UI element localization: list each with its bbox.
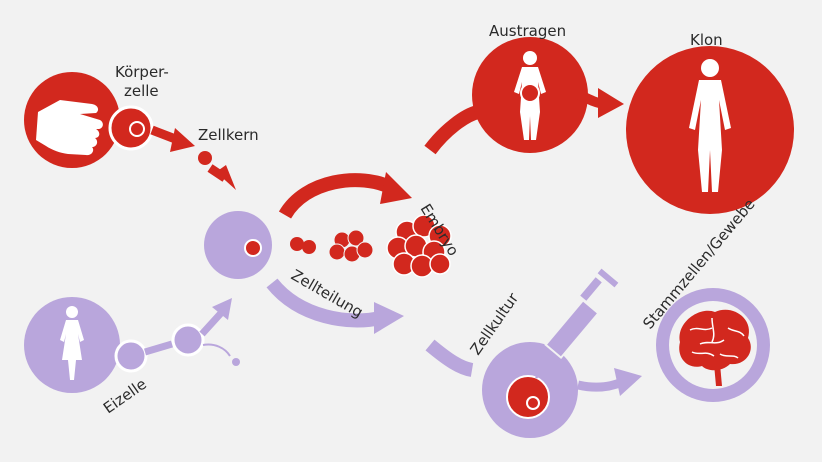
two-cell-stage bbox=[290, 237, 316, 254]
label-koerperzelle-2: zelle bbox=[124, 82, 159, 100]
arrow-zellteilung bbox=[266, 278, 404, 334]
arrow-nucleus-to-egg bbox=[207, 164, 236, 190]
arrow-egg-to-center bbox=[199, 309, 225, 337]
syringe-icon bbox=[535, 265, 622, 379]
egg-cell-1 bbox=[114, 339, 148, 373]
nucleus-dot bbox=[198, 151, 212, 165]
hand-icon bbox=[36, 100, 103, 156]
body-cell-nucleus bbox=[129, 121, 145, 137]
label-klon: Klon bbox=[690, 31, 723, 49]
culture-nucleus bbox=[526, 396, 540, 410]
egg-cell-2 bbox=[171, 323, 205, 357]
label-austragen: Austragen bbox=[489, 22, 566, 40]
arrow-to-zellkultur bbox=[425, 339, 474, 377]
removed-nucleus bbox=[232, 358, 240, 366]
culture-cell bbox=[506, 375, 550, 419]
label-koerperzelle-1: Körper- bbox=[115, 63, 169, 81]
brain-icon bbox=[679, 309, 751, 386]
austragen-stage: Austragen bbox=[472, 22, 588, 153]
egg-with-nucleus bbox=[204, 211, 272, 279]
arrow-to-klon bbox=[573, 88, 624, 118]
four-cell-stage bbox=[328, 229, 374, 263]
zellkultur-stage: Zellkultur bbox=[467, 265, 622, 438]
label-zellkern: Zellkern bbox=[198, 126, 259, 144]
egg-donor: Eizelle bbox=[24, 297, 240, 417]
fetus-cell bbox=[520, 83, 540, 103]
arrow-removed-nucleus bbox=[202, 343, 231, 357]
body-cell-source: Körper- zelle bbox=[24, 63, 169, 168]
arrow-to-embryo bbox=[278, 172, 412, 219]
clone-silhouette-icon bbox=[689, 59, 731, 192]
stammzellen-stage: Stammzellen/Gewebe bbox=[639, 195, 770, 402]
label-eizelle: Eizelle bbox=[100, 375, 150, 417]
arrow-cell-to-nucleus bbox=[150, 125, 195, 152]
female-silhouette-icon bbox=[60, 306, 84, 380]
arrow-to-austragen bbox=[424, 105, 481, 155]
pregnant-silhouette-icon bbox=[514, 51, 546, 140]
cell-division-stages bbox=[290, 214, 452, 278]
embryo-cluster bbox=[386, 214, 452, 278]
inserted-nucleus bbox=[244, 239, 262, 257]
arrow-to-stammzellen bbox=[577, 368, 642, 396]
klon-stage: Klon bbox=[626, 31, 794, 214]
